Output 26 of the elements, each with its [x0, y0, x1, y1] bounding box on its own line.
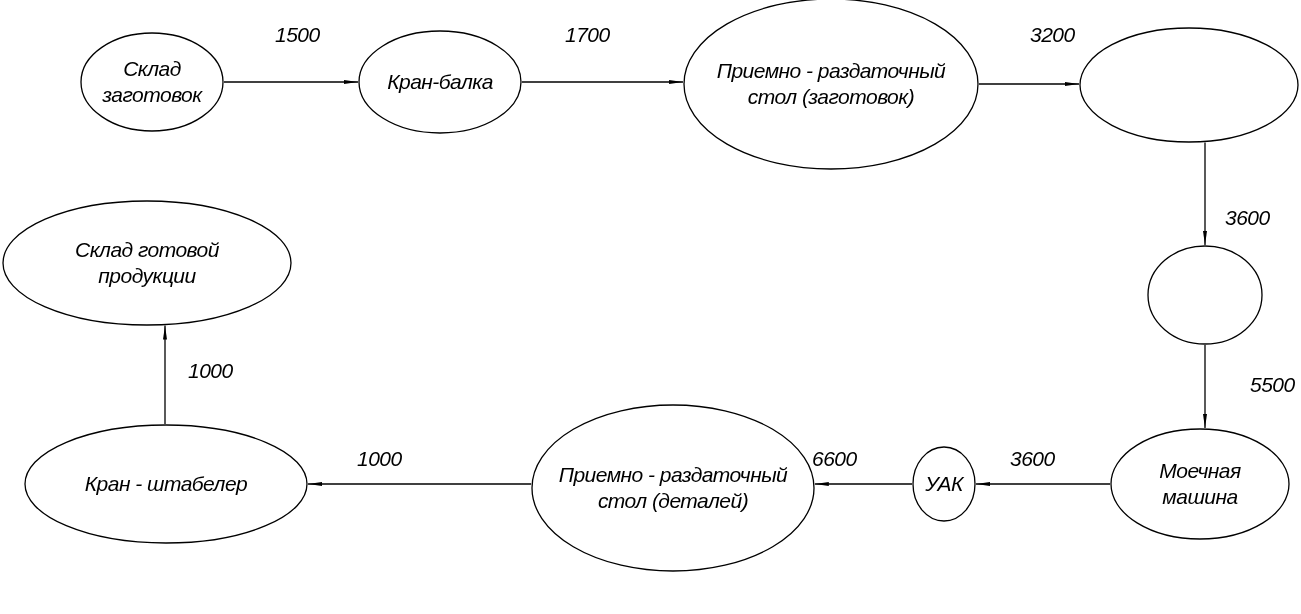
process-ellipse — [80, 32, 224, 132]
arrow — [223, 80, 359, 84]
empty-ellipse — [1079, 27, 1299, 143]
arrow — [1203, 141, 1207, 246]
process-ellipse — [24, 424, 308, 544]
node-label: Склад готовой продукции — [74, 237, 220, 289]
process-ellipse — [2, 200, 292, 326]
arrow — [163, 324, 167, 425]
node-label: Кран-балка — [386, 69, 494, 95]
arrow — [814, 482, 913, 486]
node-label: Кран - штабелер — [83, 471, 249, 497]
empty-ellipse — [1147, 245, 1263, 345]
arrow — [1203, 344, 1207, 429]
process-ellipse — [1110, 428, 1290, 540]
arrow — [521, 80, 684, 84]
node-label: Моечная машина — [1158, 458, 1242, 510]
process-ellipse — [912, 446, 976, 522]
arrow — [978, 82, 1080, 86]
node-label: Приемно - раздаточный стол (заготовок) — [715, 58, 947, 110]
process-ellipse — [358, 30, 522, 134]
node-label: Приемно - раздаточный стол (деталей) — [557, 462, 789, 514]
arrow — [975, 482, 1111, 486]
node-label: Склад заготовок — [101, 56, 204, 108]
arrow — [307, 482, 532, 486]
node-label: УАК — [924, 471, 965, 497]
process-ellipse — [531, 404, 815, 572]
